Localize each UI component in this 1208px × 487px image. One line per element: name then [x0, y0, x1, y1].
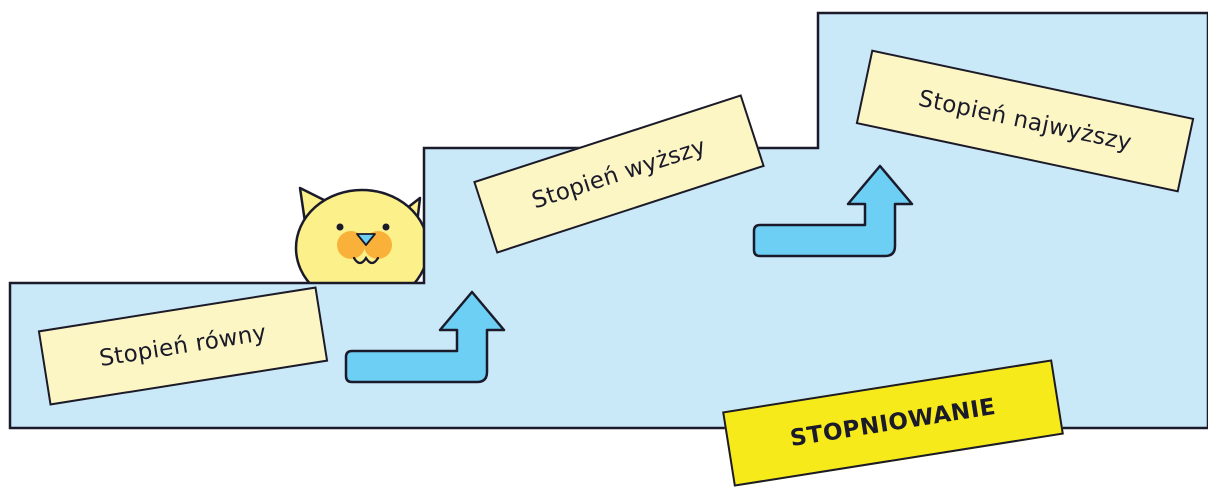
- title-text: STOPNIOWANIE: [788, 394, 997, 452]
- step-label-text: Stopień równy: [98, 320, 269, 372]
